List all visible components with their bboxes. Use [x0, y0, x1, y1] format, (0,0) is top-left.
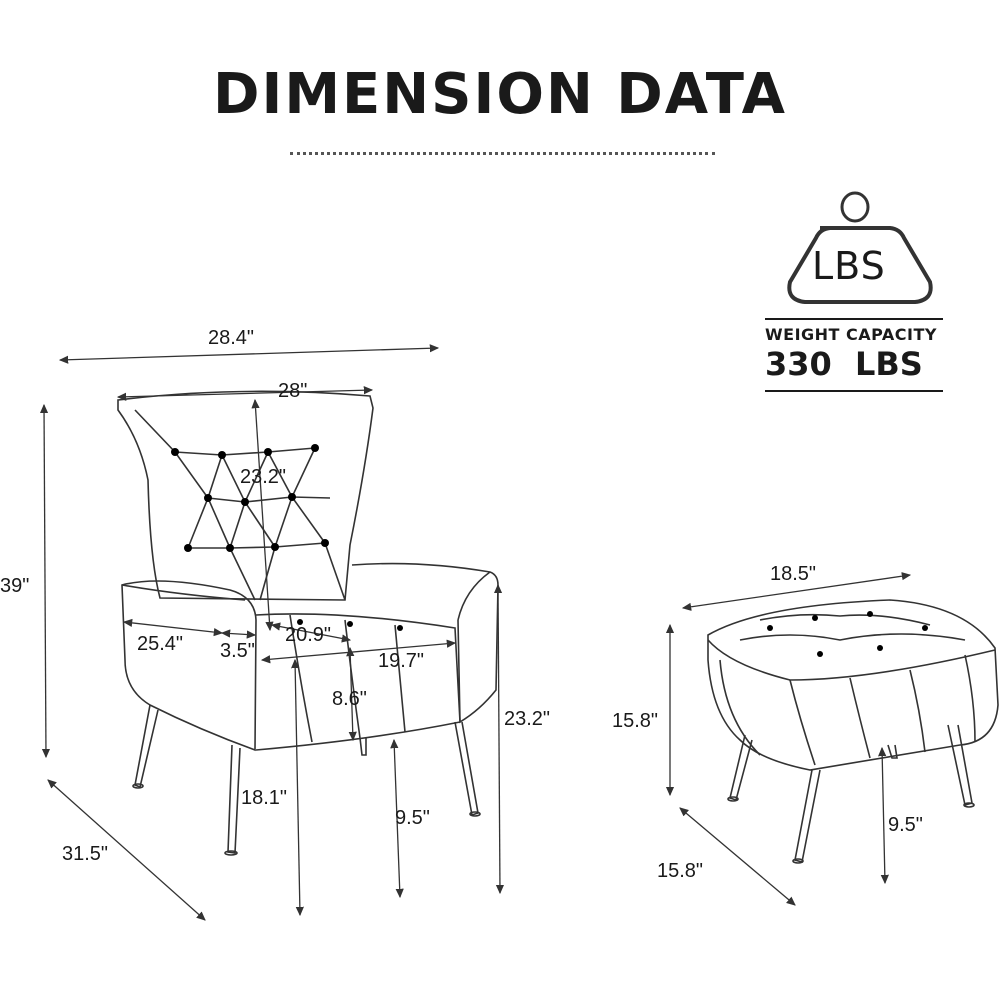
chair-back-height: 23.2"	[240, 466, 287, 488]
chair-seat-width: 19.7"	[378, 650, 425, 672]
chair-seat-height: 18.1"	[241, 787, 288, 809]
chair-overall-width: 28.4"	[208, 327, 255, 349]
ottoman-depth: 15.8"	[657, 860, 704, 882]
chair-overall-height: 39"	[0, 575, 30, 597]
ottoman-height: 15.8"	[612, 710, 659, 732]
weight-capacity-value: 330 LBS	[765, 345, 923, 383]
weight-icon	[787, 191, 933, 304]
ottoman-dimension-lines	[670, 575, 910, 905]
chair-leg-height: 9.5"	[395, 807, 430, 829]
weight-icon-label: LBS	[812, 244, 886, 288]
page-title: DIMENSION DATA	[213, 62, 787, 127]
chair-seat-thickness: 8.6"	[332, 688, 367, 710]
title-divider	[290, 152, 715, 155]
weight-capacity-label: WEIGHT CAPACITY	[765, 325, 937, 344]
chair-overall-depth: 31.5"	[62, 843, 109, 865]
chair-seat-depth: 25.4"	[137, 633, 184, 655]
ottoman-drawing	[707, 599, 999, 864]
chair-back-width: 28"	[278, 380, 308, 402]
chair-arm-width: 3.5"	[220, 640, 255, 662]
chair-arm-height: 23.2"	[504, 708, 551, 730]
ottoman-width: 18.5"	[770, 563, 817, 585]
chair-seat-width-front: 20.9"	[285, 624, 332, 646]
armchair-dimension-lines	[44, 348, 500, 920]
ottoman-leg-height: 9.5"	[888, 814, 923, 836]
weight-bottom-rule	[765, 390, 943, 392]
weight-top-rule	[765, 318, 943, 320]
